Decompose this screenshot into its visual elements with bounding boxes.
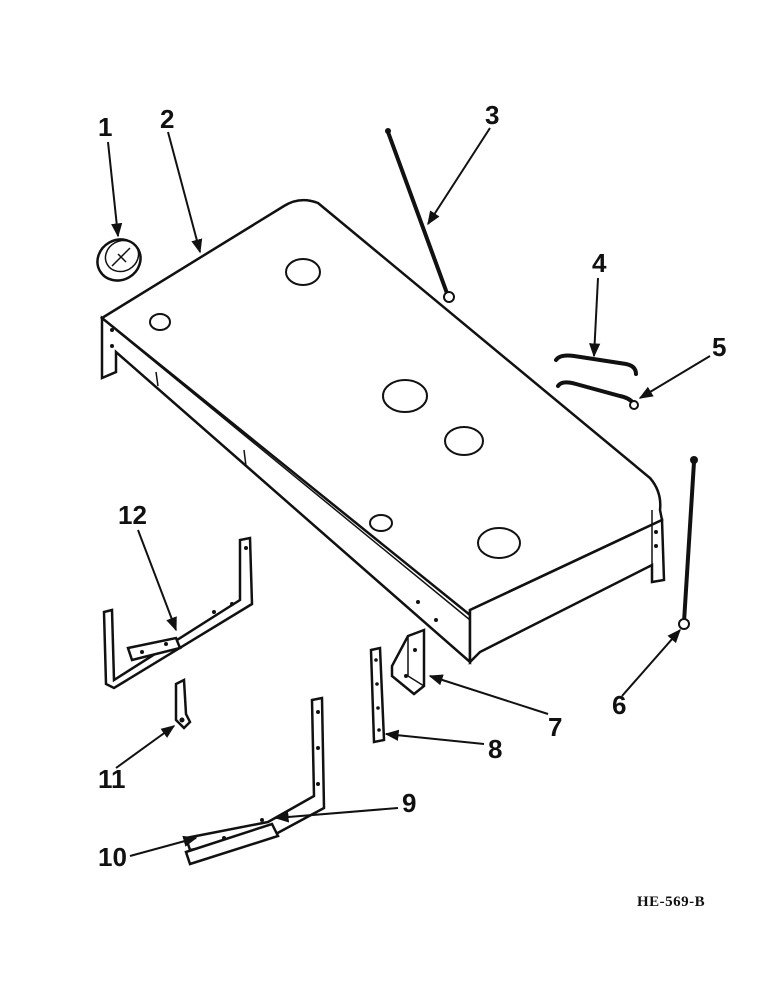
- callout-7: 7: [548, 712, 562, 742]
- callout-9: 9: [402, 788, 416, 818]
- panel-hole: [382, 379, 428, 413]
- angle-bracket: [390, 628, 426, 696]
- rod-6: [678, 456, 698, 630]
- callout-5: 5: [712, 332, 726, 362]
- rod-4: [554, 353, 638, 376]
- callout-6: 6: [612, 690, 626, 720]
- cap-plug: [96, 238, 142, 282]
- rod-3: [385, 128, 455, 303]
- callout-1: 1: [98, 112, 112, 142]
- panel-hole: [477, 527, 521, 559]
- callout-10: 10: [98, 842, 127, 872]
- callout-11: 11: [98, 764, 126, 794]
- u-bracket-upper: [102, 536, 254, 690]
- panel-hole: [149, 313, 171, 331]
- callout-2: 2: [160, 104, 174, 134]
- panel-hole: [285, 258, 321, 286]
- callout-3: 3: [485, 100, 499, 130]
- flat-plate: [369, 646, 386, 744]
- panel-hole: [369, 514, 393, 532]
- panel-hole: [444, 426, 484, 456]
- callout-4: 4: [592, 248, 607, 278]
- small-clip: [174, 678, 192, 730]
- callout-8: 8: [488, 734, 502, 764]
- callout-12: 12: [118, 500, 147, 530]
- rod-5: [556, 380, 639, 410]
- lower-bracket: [184, 696, 326, 866]
- reference-code: HE-569-B: [637, 894, 705, 910]
- leader-lines: [107, 127, 711, 857]
- callout-labels: 1 2 3 4 5 6 7 8 9 10 11 12: [98, 100, 726, 872]
- main-panel: [99, 198, 666, 666]
